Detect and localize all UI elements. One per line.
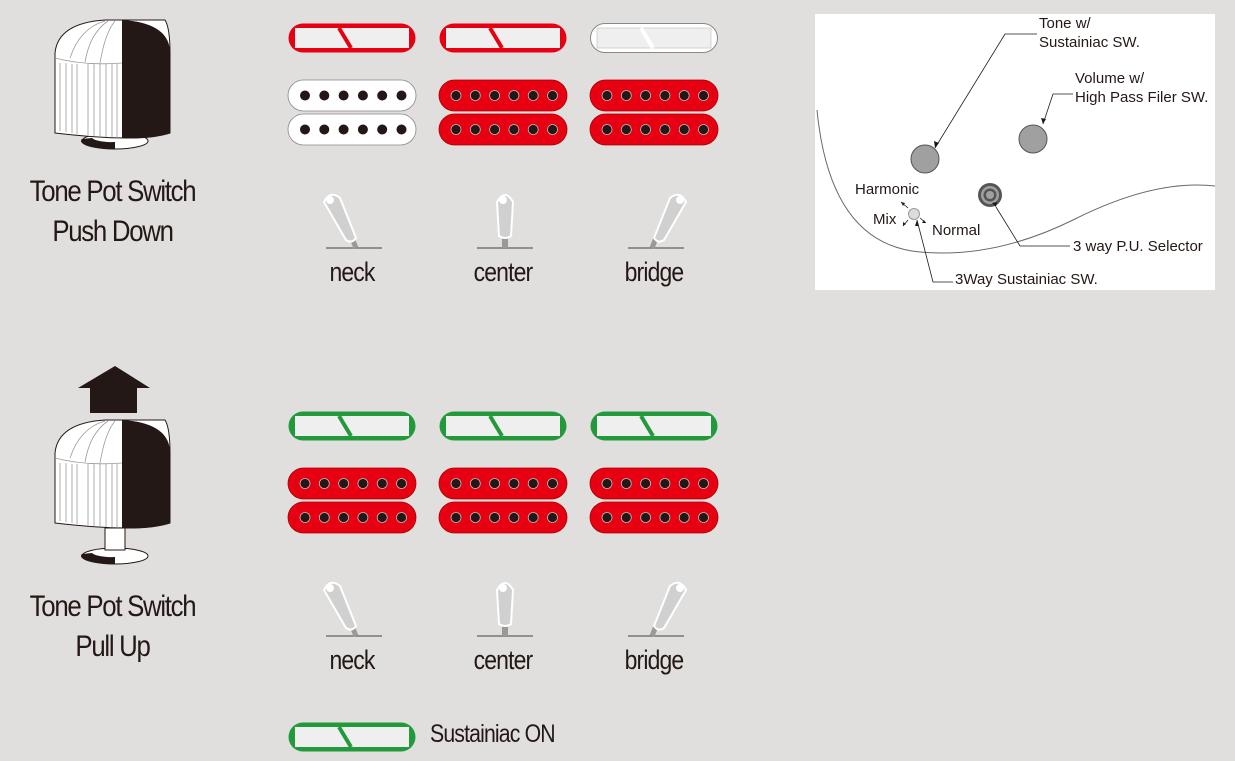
pull-up-bridge-label: bridge (624, 645, 685, 675)
pull-up-center-top-pickup-green (439, 411, 567, 441)
push-down-center-label: center (473, 257, 534, 287)
push-down-bridge-top-pickup-white (590, 23, 718, 53)
pull-up-neck-toggle-switch-icon (322, 581, 382, 637)
selector-label: 3 way P.U. Selector (1073, 238, 1203, 255)
pull-up-center-toggle-switch-icon (477, 582, 533, 637)
tone-label-line2: Sustainiac SW. (1039, 34, 1140, 51)
push-down-title-line1: Tone Pot Switch (29, 175, 197, 208)
pull-up-neck-top-pickup-green (288, 411, 416, 441)
push-down-neck-label: neck (329, 257, 375, 287)
control-layout-drawing (816, 33, 1215, 283)
pull-up-title-line2: Pull Up (75, 630, 150, 663)
legend-sustainiac-pickup-icon (288, 722, 416, 752)
control-layout-panel: Tone w/ Sustainiac SW. Volume w/ High Pa… (815, 14, 1215, 290)
pull-up-title: Tone Pot Switch Pull Up (16, 587, 210, 667)
legend-label: Sustainiac ON (430, 720, 556, 748)
push-down-neck-toggle-switch-icon (322, 193, 382, 249)
pull-up-neck-humbucker-red (287, 467, 417, 534)
pull-up-center-humbucker-red (438, 467, 568, 534)
push-down-center-toggle-switch-icon (477, 194, 533, 249)
tone-label: Tone w/ Sustainiac SW. (1039, 14, 1140, 52)
pull-up-bridge-toggle-switch-icon (628, 581, 688, 637)
tone-knob-pull-up-icon (54, 366, 171, 565)
volume-label-line1: Volume w/ (1075, 70, 1145, 87)
tone-label-line1: Tone w/ (1039, 15, 1091, 32)
tone-knob-push-down-icon (54, 19, 171, 150)
pull-up-bridge-top-pickup-green (590, 411, 718, 441)
normal-label: Normal (932, 222, 981, 239)
push-down-bridge-toggle-switch-icon (628, 193, 688, 249)
harmonic-label: Harmonic (855, 181, 920, 198)
pull-up-title-line1: Tone Pot Switch (29, 590, 197, 623)
sustainiac-switch-label: 3Way Sustainiac SW. (955, 271, 1098, 288)
volume-knob-icon (1018, 124, 1048, 154)
pull-up-arrow-icon (78, 366, 150, 413)
pickup-selector-icon (978, 183, 1002, 207)
tone-knob-icon (910, 144, 940, 174)
push-down-bridge-label: bridge (624, 257, 685, 287)
push-down-bridge-humbucker-red (589, 79, 719, 146)
volume-label-line2: High Pass Filer SW. (1075, 89, 1209, 106)
push-down-center-top-pickup-red (439, 23, 567, 53)
push-down-center-humbucker-red (438, 79, 568, 146)
push-down-neck-top-pickup-red (288, 23, 416, 53)
knob-base-icon (80, 527, 149, 565)
push-down-title: Tone Pot Switch Push Down (16, 172, 210, 252)
push-down-neck-humbucker-white (287, 79, 417, 146)
pull-up-neck-label: neck (329, 645, 375, 675)
mix-label: Mix (873, 211, 897, 228)
volume-label: Volume w/ High Pass Filer SW. (1075, 69, 1208, 107)
pull-up-center-label: center (473, 645, 534, 675)
guitar-body-outline (816, 109, 1215, 254)
sustainiac-mini-switch-icon (908, 208, 920, 220)
pull-up-bridge-humbucker-red (589, 467, 719, 534)
push-down-title-line2: Push Down (52, 215, 174, 248)
